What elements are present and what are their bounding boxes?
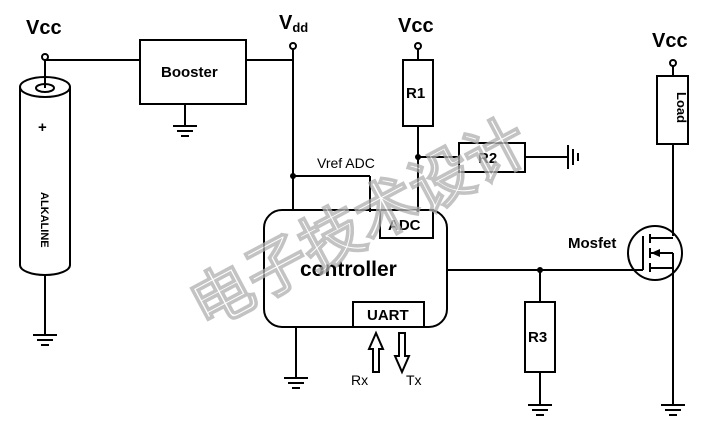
vcc-label-load: Vcc bbox=[652, 30, 688, 52]
mosfet-label: Mosfet bbox=[568, 235, 616, 252]
tx-arrow bbox=[393, 332, 411, 375]
vcc-label-r1: Vcc bbox=[398, 15, 434, 37]
uart-label: UART bbox=[367, 307, 409, 324]
tx-label: Tx bbox=[406, 372, 422, 388]
rx-label: Rx bbox=[351, 372, 368, 388]
ground-r2 bbox=[567, 145, 579, 169]
adc-label: ADC bbox=[388, 217, 421, 234]
booster-label: Booster bbox=[161, 64, 218, 81]
ground-r3 bbox=[528, 372, 552, 416]
battery-plus-label: + bbox=[38, 119, 47, 136]
vdd-label: Vdd bbox=[279, 12, 308, 35]
ground-battery bbox=[33, 275, 57, 346]
vref-adc-label: Vref ADC bbox=[317, 155, 375, 171]
vdd-label-main: V bbox=[279, 12, 293, 34]
vcc-label-left: Vcc bbox=[26, 17, 62, 39]
mosfet bbox=[627, 225, 683, 281]
load-label: Load bbox=[674, 92, 689, 123]
vdd-label-sub: dd bbox=[292, 20, 308, 35]
rx-arrow bbox=[367, 330, 385, 373]
ground-booster bbox=[173, 104, 197, 137]
r2-label: R2 bbox=[478, 150, 497, 167]
r3-label: R3 bbox=[528, 329, 547, 346]
watermark: 电子技术设计 bbox=[178, 104, 541, 343]
junction-vdd bbox=[290, 173, 296, 179]
r1-label: R1 bbox=[406, 85, 425, 102]
battery-type-label: ALKALINE bbox=[38, 192, 50, 248]
ground-mosfet bbox=[661, 268, 685, 416]
booster-box bbox=[139, 39, 247, 105]
ground-controller bbox=[284, 327, 308, 389]
uart-box bbox=[352, 301, 425, 328]
battery: + ALKALINE bbox=[19, 76, 71, 276]
adc-box bbox=[379, 209, 434, 239]
controller-label: controller bbox=[300, 258, 397, 281]
